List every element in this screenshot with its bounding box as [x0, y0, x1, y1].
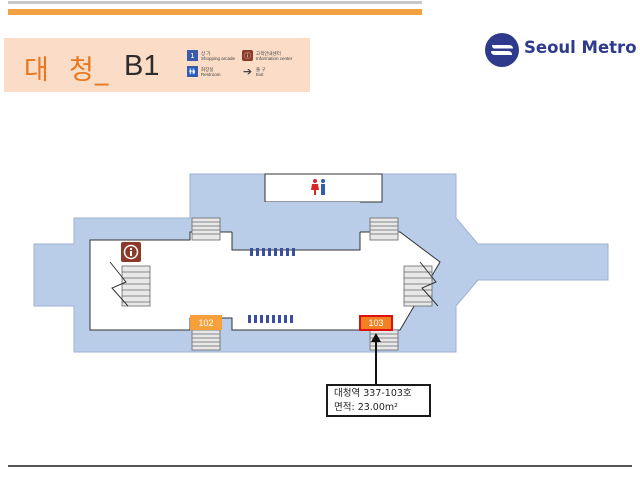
legend-shop-label-en: Shopping arcade	[201, 55, 236, 61]
legend-information-label-en: Information center	[256, 55, 293, 61]
legend-shop-label-ko: 상 가	[201, 50, 211, 56]
seoul-metro-logo-text: Seoul Metro	[524, 38, 637, 57]
shop-icon: 1	[187, 50, 198, 61]
floor-level: B1	[124, 50, 160, 82]
stairs-bottom-left	[191, 329, 221, 351]
legend-restroom-label-ko: 화장실	[201, 66, 214, 72]
stairs-left	[109, 261, 151, 307]
top-orange-line	[8, 9, 422, 15]
legend-information-label-ko: 고객안내센터	[256, 50, 281, 56]
shop-103-highlighted[interactable]: 103	[359, 315, 393, 331]
stairs-right	[403, 261, 439, 307]
exit-arrow-icon: ➔	[242, 65, 253, 78]
legend-restroom-label-en: Restroom	[201, 71, 221, 77]
seoul-metro-logo: Seoul Metro	[484, 30, 637, 70]
stairs-top-right	[369, 217, 399, 241]
top-gray-line	[8, 1, 422, 4]
restroom-icon: 🚻	[187, 66, 198, 77]
ticket-gates-lower	[248, 315, 293, 323]
callout-area: 면적: 23.00m²	[334, 402, 398, 413]
ticket-gates-upper	[250, 248, 295, 256]
callout-pointer-arrow	[371, 333, 381, 342]
top-decor-bar	[0, 0, 422, 15]
seoul-metro-logo-icon	[485, 33, 519, 67]
stairs-top-left	[191, 217, 221, 241]
shop-info-callout: 대청역 337-103호 면적: 23.00m²	[326, 384, 431, 417]
information-icon	[121, 242, 141, 262]
shop-102[interactable]: 102	[190, 315, 222, 330]
legend-exit-label-en: Exit	[256, 71, 264, 77]
restroom-corridor	[232, 202, 360, 232]
callout-shop-id: 대청역 337-103호	[334, 388, 412, 399]
information-icon: ⓘ	[242, 50, 253, 61]
restroom-icon	[310, 178, 328, 196]
station-name: 대 청_	[24, 55, 110, 86]
legend-exit-label-ko: 출 구	[256, 66, 266, 72]
bottom-divider	[8, 465, 632, 467]
